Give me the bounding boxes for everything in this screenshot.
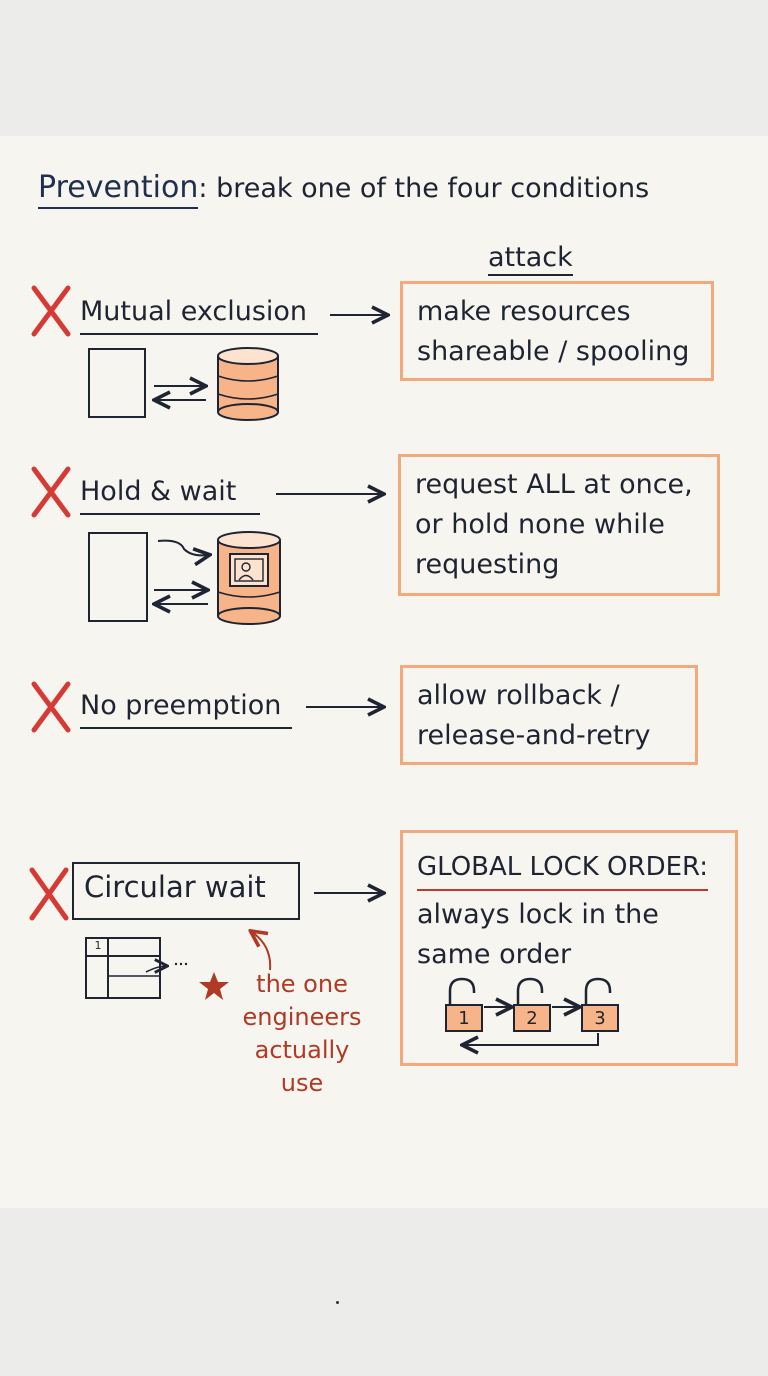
remedy-box-mutual-exclusion: make resources shareable / spooling (400, 281, 714, 381)
arrow-right-icon (306, 698, 388, 716)
database-icon (217, 531, 281, 625)
global-lock-order-heading: GLOBAL LOCK ORDER: (417, 847, 709, 891)
title-rest: : break one of the four conditions (198, 173, 650, 204)
lock-shackle (516, 977, 544, 1005)
remedy-line: same order (417, 939, 572, 970)
lock-number: 2 (526, 1008, 538, 1029)
lock-shackle (584, 977, 612, 1005)
curved-arrow-icon (246, 926, 272, 971)
table-cell-number: 1 (94, 939, 102, 952)
remedy-line: release-and-retry (417, 720, 651, 751)
process-box (88, 348, 146, 418)
condition-circular-wait: Circular wait (72, 862, 300, 920)
note-line: actually (254, 1036, 350, 1064)
condition-no-preemption: No preemption (80, 690, 292, 729)
database-icon (217, 347, 279, 421)
cross-icon (31, 466, 71, 518)
remedy-line: requesting (415, 549, 560, 580)
request-arrow-icon (157, 539, 214, 565)
lock-number: 3 (594, 1008, 606, 1029)
remedy-line: request ALL at once, (415, 469, 693, 500)
cross-icon (31, 285, 71, 337)
condition-hold-and-wait: Hold & wait (80, 476, 260, 515)
remedy-line: always lock in the (417, 899, 659, 930)
attack-column-label: attack (488, 242, 573, 276)
swap-arrows-icon (150, 584, 212, 612)
remedy-box-no-preemption: allow rollback / release-and-retry (400, 665, 698, 765)
cross-icon (31, 681, 71, 733)
note-line: the one (256, 970, 348, 998)
title-keyword: Prevention (38, 170, 199, 209)
lock-body (445, 1004, 483, 1032)
note-line: engineers (242, 1003, 362, 1031)
remedy-line: make resources (417, 296, 631, 327)
page-title: Prevention: break one of the four condit… (38, 170, 650, 209)
lock-order-diagram (445, 977, 619, 1055)
table-icon (85, 937, 188, 999)
remedy-line: or hold none while (415, 509, 665, 540)
lock-number: 1 (458, 1008, 470, 1029)
arrow-right-icon (276, 485, 388, 503)
remedy-line: shareable / spooling (417, 336, 690, 367)
lock-shackle (448, 977, 476, 1005)
condition-mutual-exclusion: Mutual exclusion (80, 296, 318, 335)
swap-arrows-icon (150, 380, 210, 408)
lock-body (581, 1004, 619, 1032)
note-text: the one engineers actually use (238, 968, 366, 1100)
star-icon (199, 972, 229, 1000)
process-box (88, 532, 148, 622)
remedy-box-circular-wait: GLOBAL LOCK ORDER: always lock in the sa… (400, 830, 738, 1066)
note-line: use (280, 1069, 324, 1097)
lock-body (513, 1004, 551, 1032)
remedy-box-hold-and-wait: request ALL at once, or hold none while … (398, 454, 720, 596)
cross-icon (29, 867, 69, 921)
remedy-line: allow rollback / (417, 680, 620, 711)
speck (336, 1301, 339, 1304)
arrow-right-icon (330, 306, 392, 324)
arrow-right-icon (314, 884, 388, 902)
